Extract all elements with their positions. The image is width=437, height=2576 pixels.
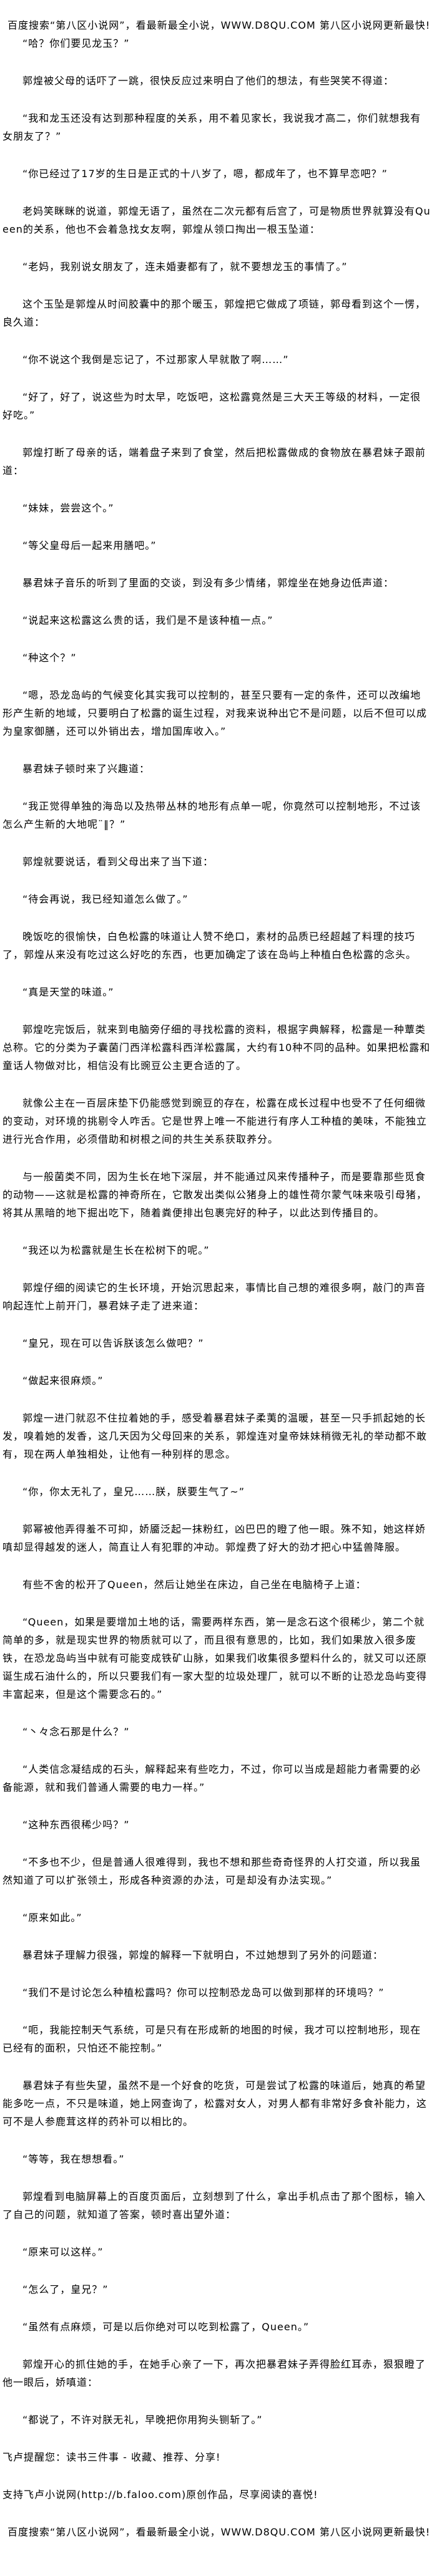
story-paragraph: “我们不是讨论怎么种植松露吗？你可以控制恐龙岛可以做到那样的环境吗？” <box>22 1987 385 1998</box>
story-paragraph: 郭煌看到电脑屏幕上的百度页面后，立刻想到了什么，拿出手机点击了那个图标，输入了自… <box>2 2191 426 2220</box>
story-paragraph: 郭煌吃完饭后，就来到电脑旁仔细的寻找松露的资料，根据字典解释，松露是一种蕈类总称… <box>2 1024 431 1072</box>
story-paragraph: 郭幂被他弄得羞不可抑，娇靥泛起一抹粉红，凶巴巴的瞪了他一眼。殊不知，她这样娇嗔却… <box>2 1523 426 1553</box>
story-paragraph: “呃，我能控制天气系统，可是只有在形成新的地图的时候，我才可以控制地形，现在已经… <box>2 2024 421 2054</box>
story-paragraph: 晚饭吃的很愉快，白色松露的味道让人赞不绝口，素材的品质已经超越了料理的技巧了，郭… <box>2 931 417 961</box>
story-paragraph: “真是天堂的味道。” <box>22 986 114 998</box>
story-paragraph: “不多也不少，但是普通人很难得到，我也不想和那些奇奇怪界的人打交道，所以我虽然知… <box>2 1856 421 1886</box>
reading-reminder: 飞卢提醒您：读书三件事 - 收藏、推荐、分享! <box>2 2451 221 2463</box>
story-paragraph: “都说了，不许对朕无礼，早晚把你用狗头铡斩了。” <box>22 2414 263 2426</box>
story-paragraph: 暴君妹子有些失望，虽然不是一个好食的吃货，可是尝试了松露的味道后，她真的希望能多… <box>2 2080 428 2128</box>
story-paragraph: 郭煌开心的抓住她的手，在她手心亲了一下，再次把暴君妹子弄得脸红耳赤，狠狠瞪了他一… <box>2 2358 426 2388</box>
story-paragraph: “我还以为松露就是生长在松树下的呢。” <box>22 1244 210 1256</box>
story-paragraph: “原来如此。” <box>22 1912 82 1924</box>
story-paragraph: “待会再说，我已经知道怎么做了。” <box>22 893 189 905</box>
story-paragraph: “哈？你们要见龙玉？” <box>22 37 130 49</box>
story-paragraph: 暴君妹子音乐的听到了里面的交谈，到没有多少情绪，郭煌坐在她身边低声道： <box>22 577 395 589</box>
story-paragraph: 暴君妹子顿时来了兴趣道： <box>22 763 150 775</box>
support-notice: 支持飞卢小说网(http://b.faloo.com)原创作品，尽享阅读的喜悦! <box>2 2489 318 2501</box>
story-paragraph: “我正觉得单独的海岛以及热带丛林的地形有点单一呢，你竟然可以控制地形，不过该怎么… <box>2 800 421 830</box>
story-paragraph: “好了，好了，说这些为时太早，吃饭吧，这松露竟然是三大天王等级的材料，一定很好吃… <box>2 391 421 421</box>
story-paragraph: 这个玉坠是郭煌从时间胶囊中的那个暖玉，郭煌把它做成了项链，郭母看到这个一愣，良久… <box>2 298 426 328</box>
story-paragraph: “你，你太无礼了，皇兄……朕，朕要生气了~” <box>22 1486 245 1498</box>
chapter-content: “哈？你们要见龙玉？” 郭煌被父母的话吓了一跳，很快反应过来明白了他们的想法，有些… <box>2 34 431 2504</box>
story-paragraph: “老妈，我别说女朋友了，连未婚妻都有了，就不要想龙玉的事情了。” <box>22 261 348 273</box>
story-paragraph: “皇兄，现在可以告诉朕该怎么做吧？” <box>22 1337 204 1349</box>
site-banner-top: 百度搜索“第八区小说网”，看最新最全小说，WWW.D8QU.COM 第八区小说网… <box>7 19 431 31</box>
site-banner-bottom: 百度搜索“第八区小说网”，看最新最全小说，WWW.D8QU.COM 第八区小说网… <box>7 2526 431 2538</box>
story-paragraph: “你已经过了17岁的生日是正式的十八岁了，嗯，都成年了，也不算早恋吧？” <box>22 168 388 180</box>
story-paragraph: “丶々念石那是什么？” <box>22 1726 130 1738</box>
story-paragraph: “这种东西很稀少吗？” <box>22 1819 130 1831</box>
story-paragraph: “等等，我在想想看。” <box>22 2153 125 2165</box>
story-paragraph: 就像公主在一百层床垫下仍能感觉到豌豆的存在，松露在成长过程中也受不了任何细微的变… <box>2 1097 428 1145</box>
story-paragraph: “妹妹，尝尝这个。” <box>22 502 114 514</box>
story-paragraph: “等父皇母后一起来用膳吧。” <box>22 540 157 551</box>
story-paragraph: 与一般菌类不同，因为生长在地下深层，并不能通过风来传播种子，而是要靠那些觅食的动… <box>2 1171 428 1219</box>
story-paragraph: 郭煌就要说话，看到父母出来了当下道： <box>22 856 214 868</box>
story-paragraph: “你不说这个我倒是忘记了，不过那家人早就散了啊……” <box>22 354 289 366</box>
story-paragraph: “做起来很麻烦。” <box>22 1375 104 1387</box>
story-paragraph: “虽然有点麻烦，可是以后你绝对可以吃到松露了，Queen。” <box>22 2321 310 2333</box>
story-paragraph: 郭煌仔细的阅读它的生长环境，开始沉思起来，事情比自己想的难很多啊，敲门的声音响起… <box>2 1282 426 1312</box>
story-paragraph: “我和龙玉还没有达到那种程度的关系，用不着见家长，我说我才高二，你们就想我有女朋… <box>2 112 421 142</box>
story-paragraph: 老妈笑眯眯的说道，郭煌无语了，虽然在二次元都有后宫了，可是物质世界就算没有Que… <box>2 205 431 235</box>
story-paragraph: “种这个？” <box>22 652 77 664</box>
story-paragraph: 郭煌一进门就忍不住拉着她的手，感受着暴君妹子柔荑的温暖，甚至一只手抓起她的长发，… <box>2 1412 428 1460</box>
story-paragraph: “嗯，恐龙岛屿的气候变化其实我可以控制的，甚至只要有一定的条件，还可以改编地形产… <box>2 689 428 737</box>
story-paragraph: “人类信念凝结成的石头，解释起来有些吃力，不过，你可以当成是超能力者需要的必备能… <box>2 1763 421 1793</box>
story-paragraph: 郭煌打断了母亲的话，端着盘子来到了食堂，然后把松露做成的食物放在暴君妹子跟前道： <box>2 447 426 477</box>
story-paragraph: 有些不舍的松开了Queen，然后让她坐在床边，自己坐在电脑椅子上道： <box>22 1579 366 1591</box>
story-paragraph: “原来可以这样。” <box>22 2246 104 2258</box>
story-paragraph: 暴君妹子理解力很强，郭煌的解释一下就明白，不过她想到了另外的问题道： <box>22 1949 384 1961</box>
story-paragraph: “说起来这松露这么贵的话，我们是不是该种植一点。” <box>22 614 273 626</box>
story-paragraph: “Queen，如果是要增加土地的话，需要两样东西，第一是念石这个很稀少，第二个就… <box>2 1616 428 1700</box>
story-paragraph: “怎么了，皇兄？” <box>22 2283 109 2295</box>
story-paragraph: 郭煌被父母的话吓了一跳，很快反应过来明白了他们的想法，有些哭笑不得道： <box>22 75 395 87</box>
